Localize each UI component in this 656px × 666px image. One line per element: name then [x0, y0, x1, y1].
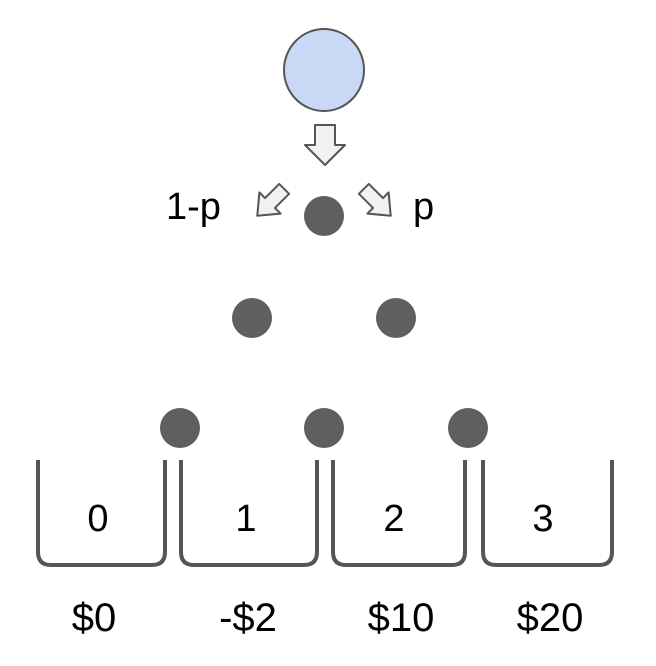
- bin-0: [36, 460, 167, 567]
- bin-3-payout: $20: [517, 596, 584, 640]
- down-arrow-icon: [304, 124, 346, 166]
- bin-1-payout: -$2: [219, 596, 277, 640]
- peg: [448, 408, 488, 448]
- bin-0-label: 0: [87, 498, 108, 540]
- peg: [304, 408, 344, 448]
- bin-1: [179, 460, 319, 567]
- bin-3: [481, 460, 614, 567]
- down-left-arrow-icon: [256, 182, 291, 217]
- peg: [304, 196, 344, 236]
- bin-2: [331, 460, 467, 567]
- right-probability-label: p: [413, 186, 434, 228]
- left-probability-label: 1-p: [166, 186, 221, 228]
- bin-1-label: 1: [235, 498, 256, 540]
- peg: [160, 408, 200, 448]
- bin-2-payout: $10: [368, 596, 435, 640]
- down-right-arrow-icon: [357, 182, 392, 217]
- bin-0-payout: $0: [72, 596, 117, 640]
- ball: [283, 28, 365, 112]
- peg: [376, 298, 416, 338]
- bin-3-label: 3: [532, 498, 553, 540]
- bin-2-label: 2: [383, 498, 404, 540]
- peg: [232, 298, 272, 338]
